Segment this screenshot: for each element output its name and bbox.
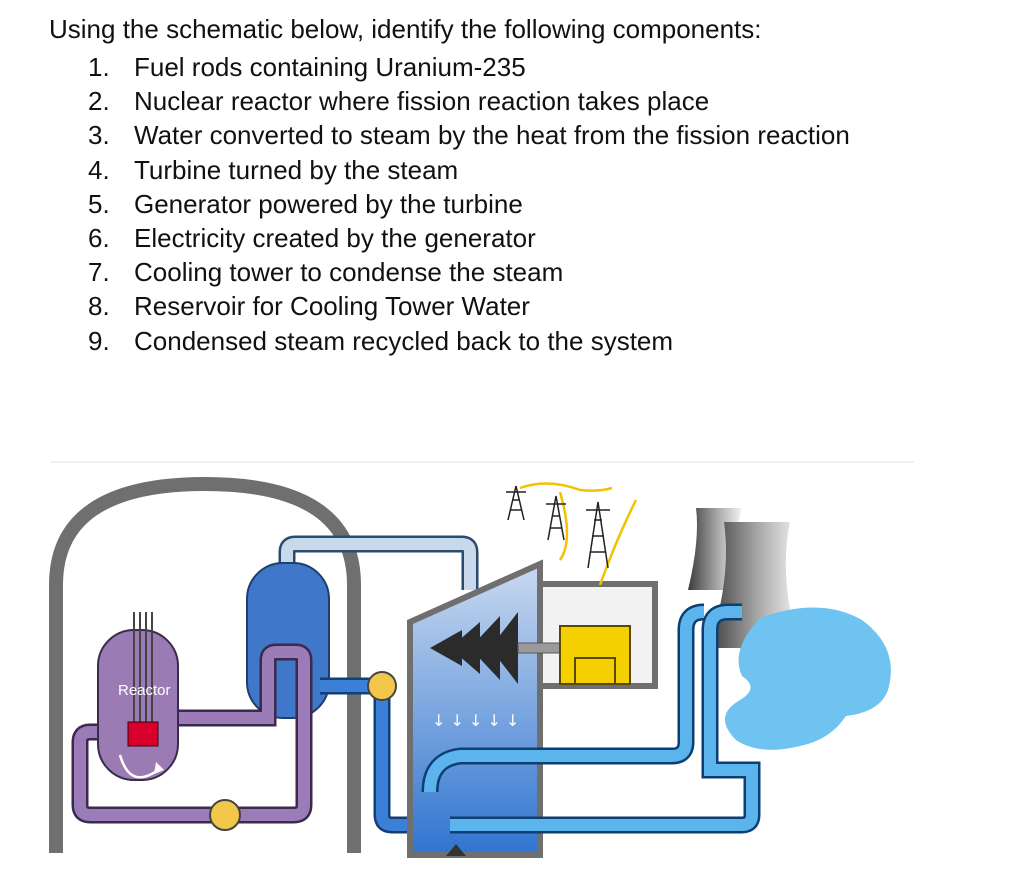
fuel-rods <box>127 721 159 747</box>
turbine-blades <box>430 612 518 684</box>
feedwater-pump <box>367 671 397 701</box>
list-number: 8. <box>88 291 110 322</box>
generator-window <box>574 657 616 685</box>
cooling-loop <box>421 603 761 834</box>
list-item: 4. Turbine turned by the steam <box>88 153 850 187</box>
nuclear-plant-schematic: Reactor ↓ ↓ ↓ ↓ ↓ <box>49 461 914 858</box>
instructions-text: Using the schematic below, identify the … <box>49 14 762 44</box>
reactor-vessel <box>97 629 179 781</box>
list-text: Electricity created by the generator <box>134 223 536 254</box>
turbine-housing <box>407 559 543 858</box>
list-number: 9. <box>88 325 110 356</box>
list-number: 6. <box>88 223 110 254</box>
condensing-arrows: ↓ ↓ ↓ ↓ ↓ <box>432 711 519 730</box>
list-item: 6. Electricity created by the generator <box>88 221 850 255</box>
list-text: Condensed steam recycled back to the sys… <box>134 325 674 356</box>
list-item: 8. Reservoir for Cooling Tower Water <box>88 289 850 323</box>
reservoir <box>724 607 891 750</box>
list-number: 4. <box>88 154 110 185</box>
list-item: 1. Fuel rods containing Uranium-235 <box>88 50 850 84</box>
list-text: Cooling tower to condense the steam <box>134 257 564 288</box>
generator <box>559 625 631 685</box>
list-number: 1. <box>88 52 110 82</box>
list-number: 7. <box>88 257 110 288</box>
control-rods <box>133 612 153 742</box>
feedwater-loop <box>320 677 432 834</box>
list-item: 2. Nuclear reactor where fission reaction… <box>88 84 850 118</box>
list-text: Turbine turned by the steam <box>134 154 459 185</box>
primary-pump <box>209 799 241 831</box>
list-item: 9. Condensed steam recycled back to the s… <box>88 324 850 358</box>
list-item: 3. Water converted to steam by the heat f… <box>88 118 850 152</box>
component-list: 1. Fuel rods containing Uranium-235 2. Nuc… <box>88 50 850 358</box>
list-item: 5. Generator powered by the turbine <box>88 187 850 221</box>
power-lines <box>519 482 638 586</box>
steam-line-fill <box>281 538 476 590</box>
list-number: 2. <box>88 86 110 117</box>
svg-text:↓ ↓ ↓ ↓ ↓: ↓ ↓ ↓ ↓ ↓ <box>432 711 519 730</box>
transmission-tower-icon <box>506 485 610 569</box>
drain-marker-icon <box>446 844 466 856</box>
list-number: 5. <box>88 188 110 219</box>
list-text: Nuclear reactor where fission reaction t… <box>134 86 710 117</box>
arrowhead-icon <box>154 762 164 774</box>
primary-loop <box>71 643 313 824</box>
list-item: 7. Cooling tower to condense the steam <box>88 255 850 289</box>
steam-generator <box>246 562 330 719</box>
list-text: Generator powered by the turbine <box>134 188 523 219</box>
list-number: 3. <box>88 120 110 151</box>
list-text: Fuel rods containing Uranium-235 <box>134 52 526 82</box>
list-text: Reservoir for Cooling Tower Water <box>134 291 530 322</box>
circulation-arrow-icon <box>118 754 159 779</box>
reactor-label: Reactor <box>118 682 171 699</box>
list-text: Water converted to steam by the heat fro… <box>134 120 850 151</box>
